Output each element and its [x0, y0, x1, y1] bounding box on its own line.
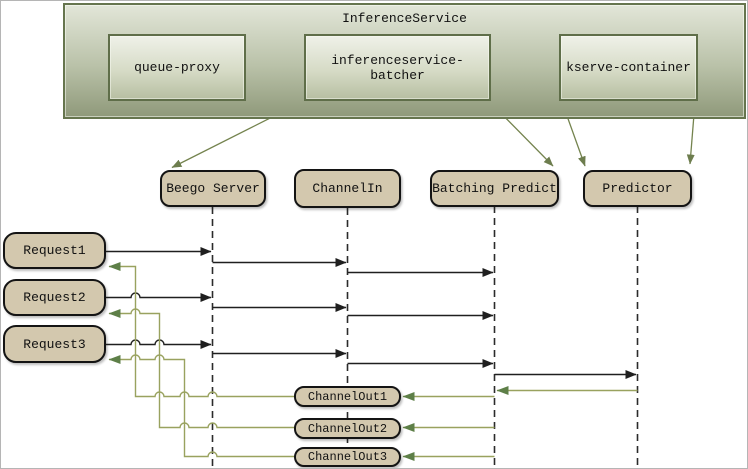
request2-node: Request2 [3, 279, 106, 316]
channelout1-node: ChannelOut1 [294, 386, 401, 407]
msg-request3-to-beego [106, 339, 212, 349]
lifeline-beego-server: Beego Server [160, 170, 266, 207]
request3-node: Request3 [3, 325, 106, 363]
request-message-arrows [106, 247, 637, 379]
msg-request2-to-beego [106, 292, 212, 302]
channelout2-node: ChannelOut2 [294, 418, 401, 439]
request1-node: Request1 [3, 232, 106, 269]
kserve-container-node: kserve-container [559, 34, 698, 101]
inferenceservice-batcher-node: inferenceservice-batcher [304, 34, 491, 101]
channelout3-node: ChannelOut3 [294, 447, 401, 467]
msg-channelout3-to-request3 [108, 354, 294, 458]
inference-service-title: InferenceService [342, 11, 467, 26]
msg-channelout2-to-request2 [108, 308, 294, 429]
msg-channelout1-to-request1 [108, 262, 294, 398]
lifeline-channelin: ChannelIn [294, 169, 401, 208]
response-message-arrows [108, 262, 638, 461]
lifeline-batching-predict: Batching Predict [430, 170, 559, 207]
queue-proxy-node: queue-proxy [108, 34, 246, 101]
lifeline-predictor: Predictor [583, 170, 692, 207]
